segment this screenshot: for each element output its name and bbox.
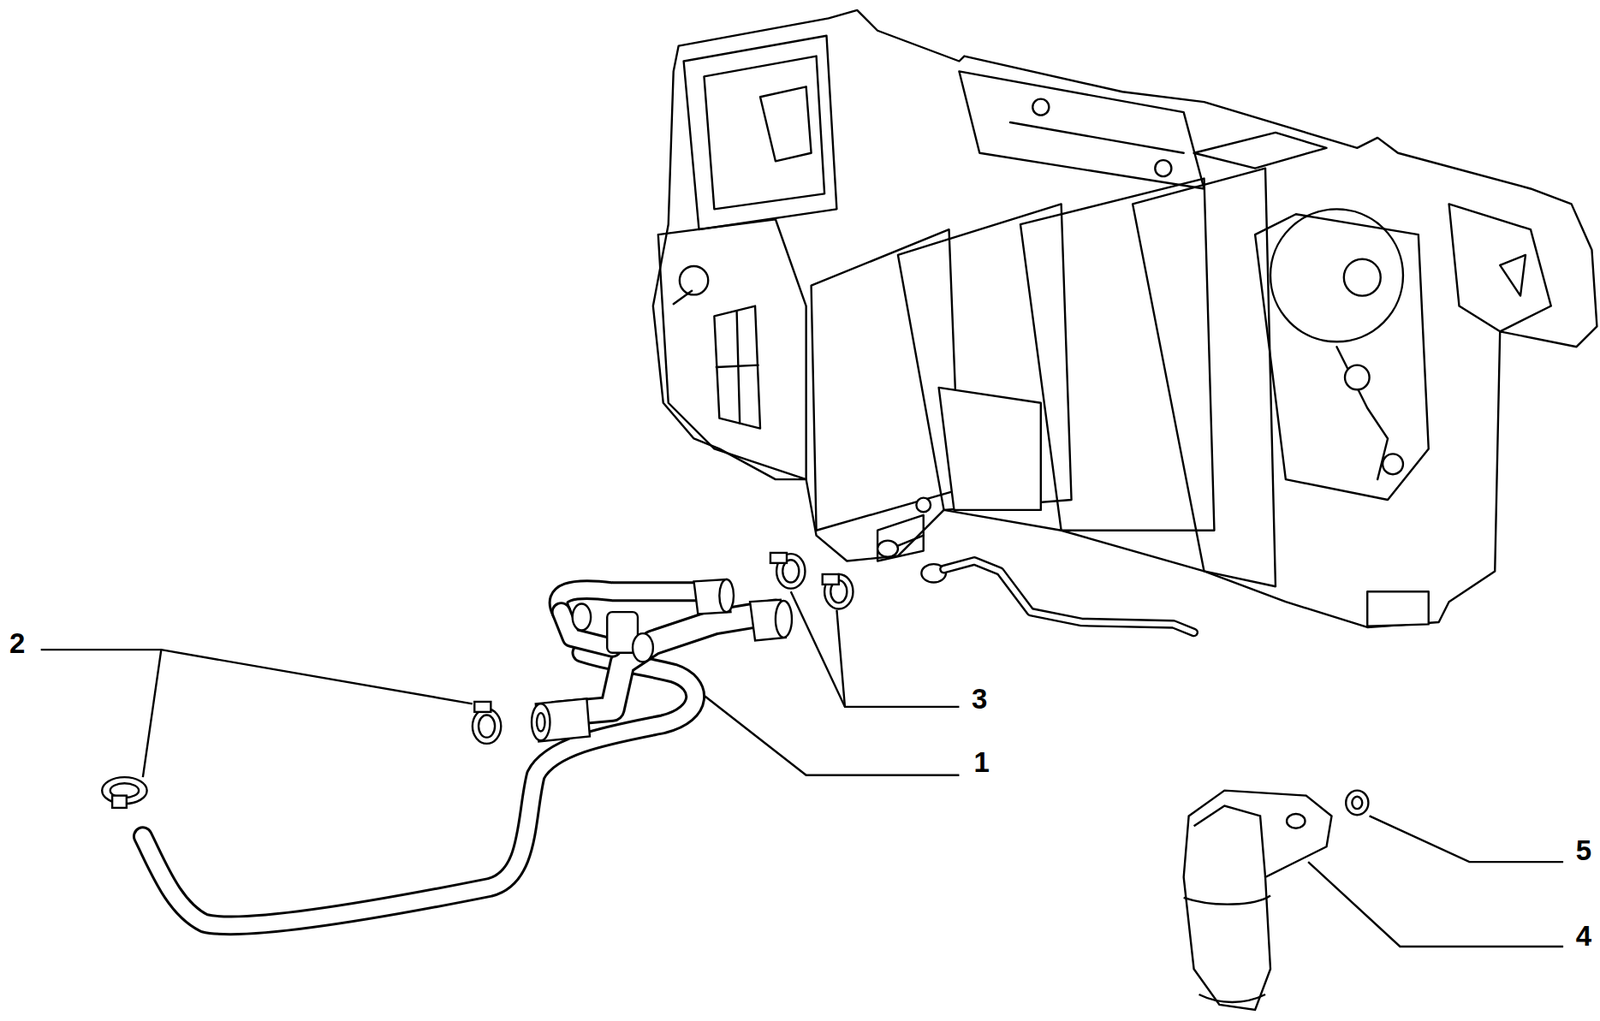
callout-number: 5 <box>1576 835 1592 864</box>
callout-number: 1 <box>973 748 989 777</box>
callout-number: 2 <box>9 628 25 657</box>
heater-housing <box>653 10 1598 628</box>
callout-number: 3 <box>971 684 988 714</box>
callout-number: 4 <box>1576 921 1592 950</box>
leader-lines <box>41 591 1564 947</box>
